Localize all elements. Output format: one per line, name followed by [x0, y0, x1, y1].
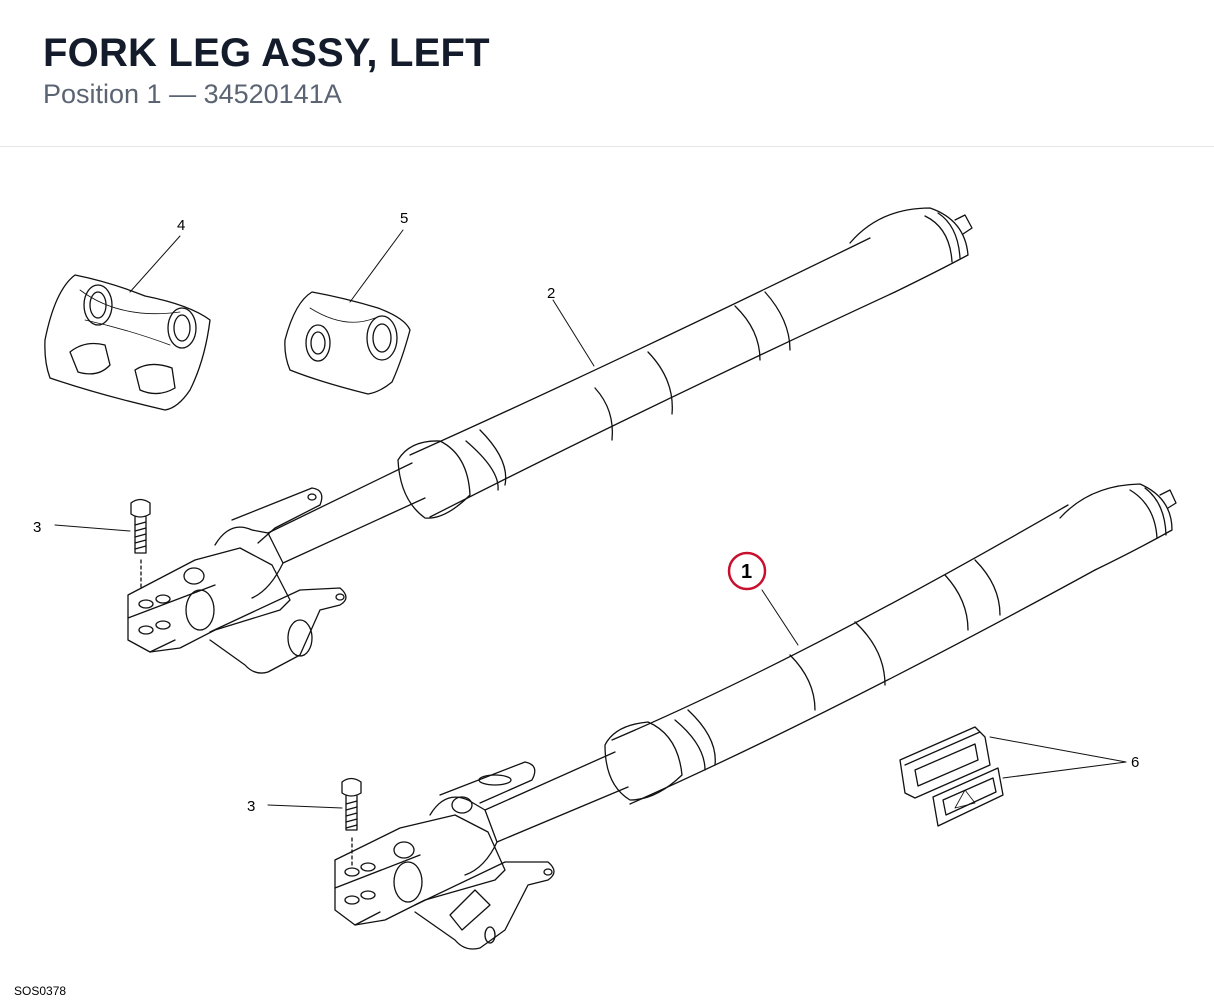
seal-kit-5-illustration [284, 291, 411, 395]
callout-item-2: 2 [547, 285, 555, 302]
page-subtitle: Position 1 — 34520141A [43, 79, 342, 109]
callout-item-5: 5 [400, 210, 408, 227]
leader-lines [54, 229, 1127, 809]
page-header: FORK LEG ASSY, LEFT Position 1 — 3452014… [0, 0, 1214, 147]
callout-item-6: 6 [1131, 754, 1139, 771]
seal-kit-4-illustration [44, 274, 211, 411]
exploded-parts-diagram: 4 5 2 3 3 6 1 [33, 207, 1177, 950]
callout-item-4: 4 [177, 217, 185, 234]
callout-item-3-upper: 3 [33, 519, 41, 536]
fork-leg-upper-illustration [127, 207, 973, 674]
page-title: FORK LEG ASSY, LEFT [43, 31, 490, 75]
fork-leg-lower-illustration [334, 483, 1177, 950]
callout-item-1-highlight: 1 [727, 551, 767, 591]
callout-item-3-lower: 3 [247, 798, 255, 815]
callout-item-1: 1 [741, 561, 752, 583]
highlight-ring [727, 551, 767, 591]
reflectors-6-illustration [899, 726, 1004, 827]
bolt-upper-illustration [130, 498, 151, 591]
drawing-code: SOS0378 [14, 984, 67, 998]
bolt-lower-illustration [341, 777, 362, 867]
